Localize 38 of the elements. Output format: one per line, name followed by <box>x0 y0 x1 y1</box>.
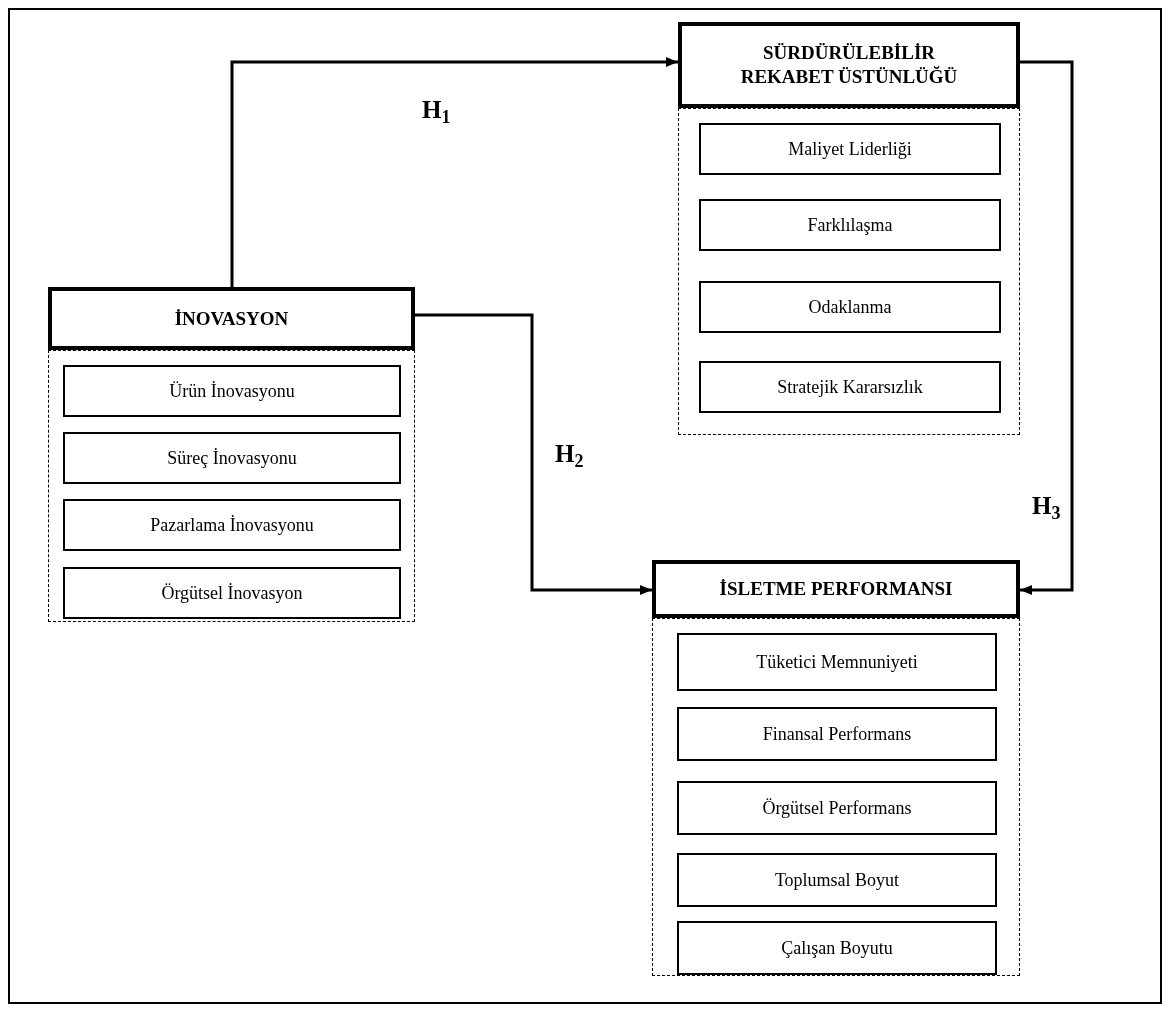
item-box <box>699 281 1001 333</box>
dashed-group-box <box>678 108 1020 435</box>
item-box <box>699 199 1001 251</box>
item-text: Ürün İnovasyonu <box>169 379 295 403</box>
arrow <box>230 57 678 287</box>
heading-box <box>678 22 1020 108</box>
item-text: Finansal Performans <box>762 722 912 746</box>
item-text: Stratejik Kararsızlık <box>777 375 923 399</box>
item-box <box>63 499 401 551</box>
arrow <box>1020 60 1074 595</box>
dashed-group-box <box>652 618 1020 976</box>
item-box <box>63 567 401 619</box>
item-text: Çalışan Boyutu <box>781 936 893 960</box>
item-text: Süreç İnovasyonu <box>167 446 297 470</box>
item-text: Pazarlama İnovasyonu <box>150 513 314 537</box>
item-box <box>63 432 401 484</box>
item-box <box>677 781 997 835</box>
item-text: Farklılaşma <box>807 213 893 237</box>
item-box <box>677 633 997 691</box>
item-text: Örgütsel İnovasyon <box>161 581 303 605</box>
item-box <box>63 365 401 417</box>
heading-box <box>652 560 1020 618</box>
item-box <box>677 921 997 975</box>
item-box <box>677 853 997 907</box>
dashed-group-box <box>48 350 415 622</box>
heading-text: İSLETME PERFORMANSI <box>719 577 953 601</box>
item-text: Maliyet Liderliği <box>788 137 912 161</box>
heading-text: SÜRDÜRÜLEBİLİR REKABET ÜSTÜNLÜĞÜ <box>739 41 959 89</box>
heading-box <box>48 287 415 350</box>
item-box <box>699 361 1001 413</box>
arrow <box>415 313 652 595</box>
item-text: Örgütsel Performans <box>762 796 912 820</box>
item-box <box>699 123 1001 175</box>
item-text: Toplumsal Boyut <box>774 868 900 892</box>
item-text: Tüketici Memnuniyeti <box>756 650 918 674</box>
heading-text: İNOVASYON <box>174 306 289 331</box>
item-box <box>677 707 997 761</box>
item-text: Odaklanma <box>808 295 892 319</box>
